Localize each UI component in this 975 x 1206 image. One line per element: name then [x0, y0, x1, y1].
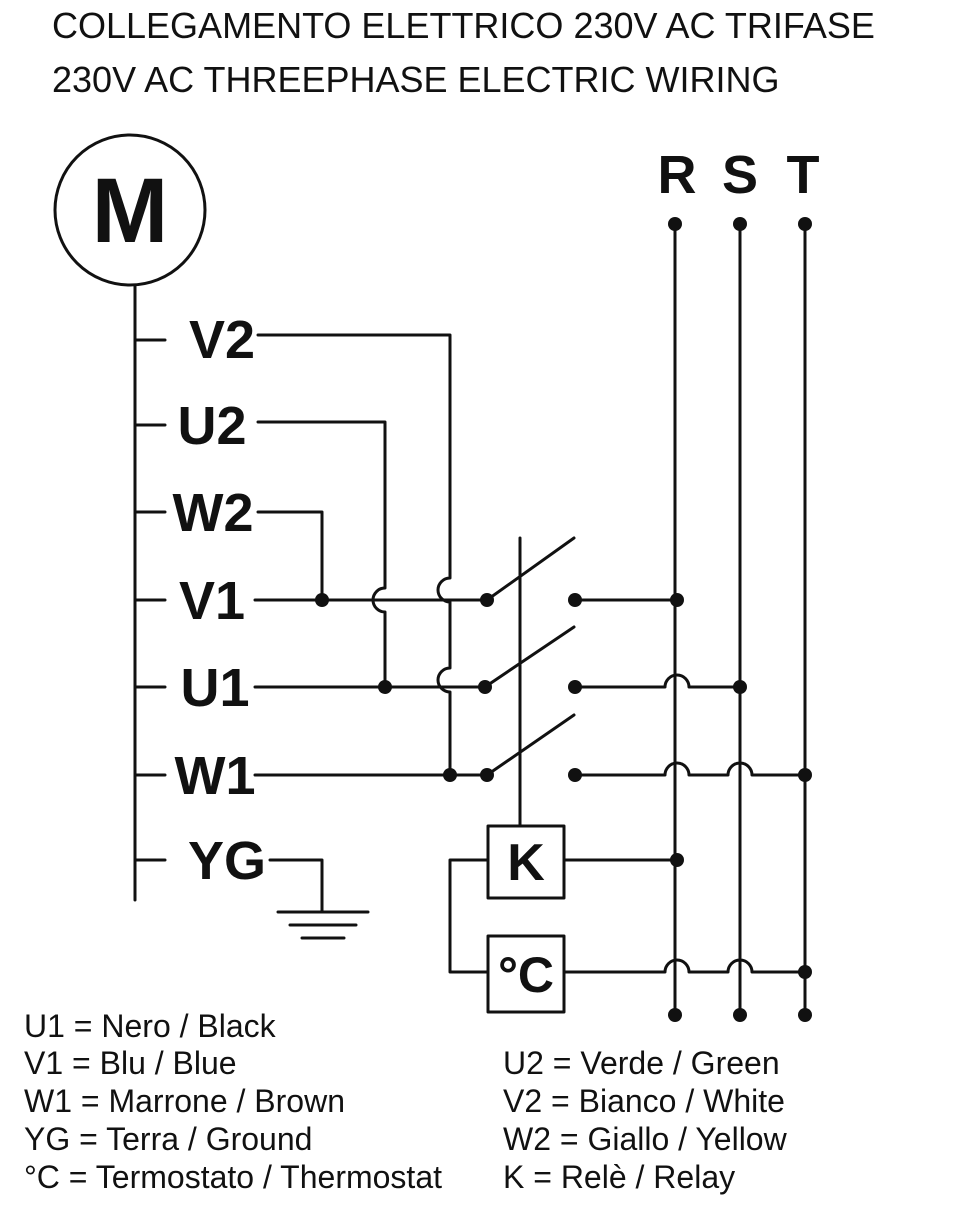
legend-left-1: V1 = Blu / Blue	[24, 1045, 237, 1081]
relay-box	[486, 824, 566, 900]
relay-thermostat-loop	[448, 858, 490, 974]
out-2-wire	[573, 673, 742, 689]
thermostat-box	[486, 934, 566, 1014]
phase-s-label: S	[722, 145, 758, 205]
thermostat-to-t-wire	[562, 958, 807, 974]
terminal-r-top	[668, 217, 682, 231]
terminal-t-top	[798, 217, 812, 231]
legend-right-1: V2 = Bianco / White	[503, 1083, 785, 1119]
motor-circle	[53, 133, 207, 287]
w2-wire	[256, 510, 324, 602]
contact-blade-2	[483, 625, 576, 689]
terminal-v2-label: V2	[189, 310, 255, 370]
contact-blade-3	[485, 713, 576, 777]
legend-right-0: U2 = Verde / Green	[503, 1045, 780, 1081]
node-w2-v1	[315, 593, 329, 607]
contact-in-2	[478, 680, 492, 694]
node-v2-w1	[443, 768, 457, 782]
title-italian: COLLEGAMENTO ELETTRICO 230V AC TRIFASE	[52, 5, 875, 46]
node-r-out1	[670, 593, 684, 607]
node-t-out3	[798, 768, 812, 782]
v2-wire	[256, 333, 452, 777]
contact-out-2	[568, 680, 582, 694]
legend-left-3: YG = Terra / Ground	[24, 1121, 313, 1157]
terminal-w2-label: W2	[173, 483, 254, 543]
title-english: 230V AC THREEPHASE ELECTRIC WIRING	[52, 59, 780, 100]
node-t-thermostat	[798, 965, 812, 979]
node-r-relay	[670, 853, 684, 867]
contact-in-1	[480, 593, 494, 607]
node-s-out2	[733, 680, 747, 694]
thermostat-label: °C	[498, 947, 554, 1003]
terminal-u2-label: U2	[177, 396, 246, 456]
ground-wire	[268, 858, 324, 914]
node-u2-u1	[378, 680, 392, 694]
legend-left-4: °C = Termostato / Thermostat	[24, 1159, 442, 1195]
legend-left-0: U1 = Nero / Black	[24, 1008, 276, 1044]
terminal-s-top	[733, 217, 747, 231]
terminal-v1-label: V1	[179, 571, 245, 631]
terminal-u1-label: U1	[180, 658, 249, 718]
relay-label: K	[507, 834, 545, 892]
phase-t-label: T	[787, 145, 820, 205]
phase-r-label: R	[658, 145, 697, 205]
legend-right-3: K = Relè / Relay	[503, 1159, 736, 1195]
terminal-r-bottom	[668, 1008, 682, 1022]
terminal-t-bottom	[798, 1008, 812, 1022]
contact-blade-1	[485, 536, 576, 602]
contact-out-1	[568, 593, 582, 607]
terminal-yg-label: YG	[188, 831, 266, 891]
out-3-wire	[573, 761, 807, 777]
motor-label: M	[92, 160, 169, 262]
terminal-s-bottom	[733, 1008, 747, 1022]
legend-left-2: W1 = Marrone / Brown	[24, 1083, 345, 1119]
legend-right-2: W2 = Giallo / Yellow	[503, 1121, 787, 1157]
contact-in-3	[480, 768, 494, 782]
terminal-w1-label: W1	[175, 746, 256, 806]
contact-out-3	[568, 768, 582, 782]
